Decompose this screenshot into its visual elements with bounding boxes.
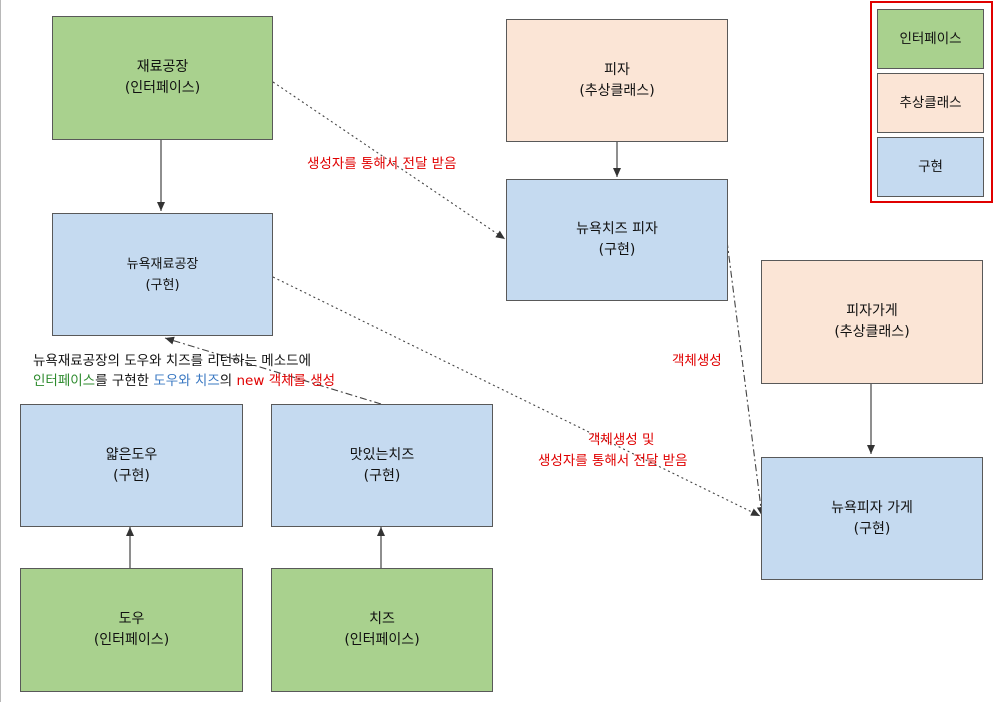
legend-abstract-class: 추상클래스 [877, 73, 984, 133]
box-type: (구현) [113, 467, 150, 484]
label-object-creation: 객체생성 [672, 353, 722, 369]
legend-interface-label: 인터페이스 [899, 30, 962, 47]
label-passed-via-constructor: 생성자를 통해서 전달 받음 [307, 156, 457, 172]
box-title: 치즈 [369, 611, 395, 627]
dashdot-cheese-pizza-to-newyork-store [726, 240, 765, 517]
box-type: (추상클래스) [834, 324, 910, 340]
box-type: (추상클래스) [579, 82, 655, 99]
box-title: 재료공장 [136, 59, 189, 75]
box-title: 뉴욕피자 가게 [831, 499, 913, 516]
box-type: (구현) [598, 242, 636, 258]
legend-interface: 인터페이스 [877, 9, 984, 69]
box-newyork-pizza-store: 뉴욕피자 가게 (구현) [761, 457, 983, 580]
box-type: (인터페이스) [124, 80, 201, 96]
box-title: 피자가게 [846, 303, 898, 319]
note-dough-cheese-text: 도우와 치즈 [153, 373, 220, 389]
box-type: (인터페이스) [344, 632, 420, 648]
box-newyork-ingredient-factory: 뉴욕재료공장 (구현) [52, 213, 273, 336]
legend-implementation-label: 구현 [918, 158, 943, 175]
box-title: 도우 [118, 611, 145, 627]
label-object-creation-and-pass-1: 객체생성 및 [588, 432, 655, 448]
box-title: 맛있는치즈 [349, 446, 415, 463]
note-interface-text: 인터페이스 [33, 373, 96, 389]
box-ingredient-factory: 재료공장 (인터페이스) [52, 16, 273, 140]
label-method-note-line2: 인터페이스를 구현한 도우와 치즈의 new 객체를 생성 [33, 371, 335, 392]
legend: 인터페이스 추상클래스 구현 [870, 1, 993, 203]
box-type: (구현) [363, 467, 401, 484]
legend-implementation: 구현 [877, 137, 984, 197]
box-title: 얇은도우 [105, 446, 158, 463]
box-tasty-cheese: 맛있는치즈 (구현) [271, 404, 493, 527]
box-newyork-cheese-pizza: 뉴욕치즈 피자 (구현) [506, 179, 728, 301]
box-type: (구현) [853, 520, 891, 537]
box-title: 피자 [604, 61, 630, 78]
box-type: (인터페이스) [93, 632, 170, 648]
box-type: (구현) [145, 277, 180, 293]
legend-abstract-class-label: 추상클래스 [899, 94, 962, 111]
box-thin-dough: 얇은도우 (구현) [20, 404, 243, 527]
box-dough: 도우 (인터페이스) [20, 568, 243, 692]
box-pizza-store: 피자가게 (추상클래스) [761, 260, 983, 384]
box-title: 뉴욕치즈 피자 [576, 221, 658, 237]
note-of-text: 의 [219, 373, 237, 389]
label-method-note-line1: 뉴욕재료공장의 도우와 치즈를 리턴하는 메소드에 [33, 353, 311, 369]
note-new-object-text: new 객체를 생성 [236, 373, 336, 389]
box-pizza: 피자 (추상클래스) [506, 19, 728, 142]
box-cheese: 치즈 (인터페이스) [271, 568, 493, 692]
label-object-creation-and-pass-2: 생성자를 통해서 전달 받음 [538, 453, 688, 469]
note-implements-text: 를 구현한 [95, 373, 154, 389]
canvas-left-border [0, 0, 1, 702]
box-title: 뉴욕재료공장 [126, 256, 199, 272]
